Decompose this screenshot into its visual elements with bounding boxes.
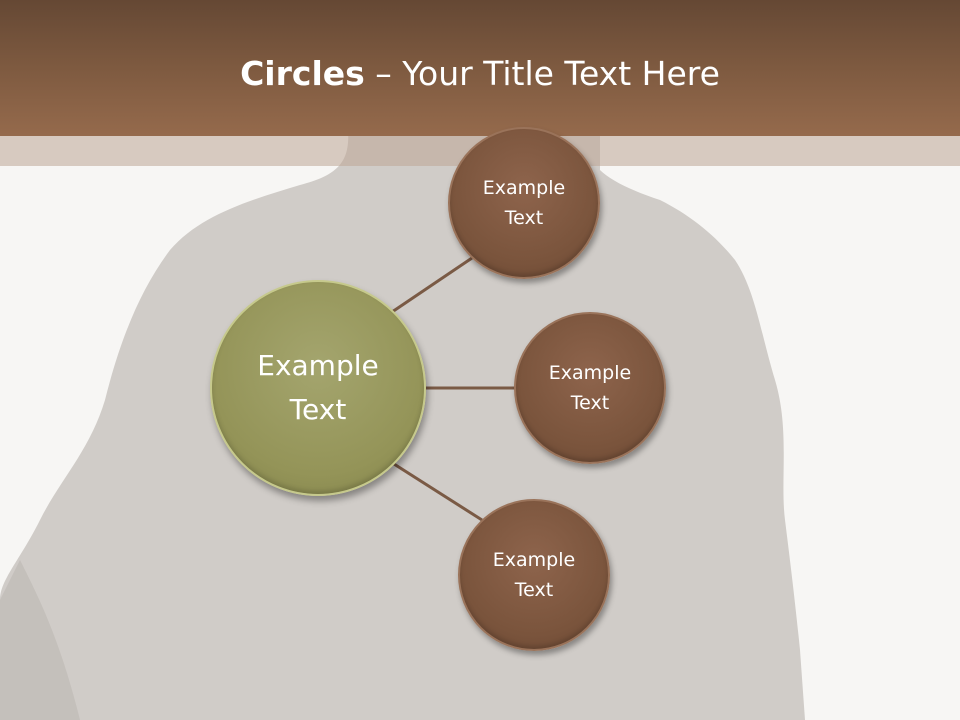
connector-top bbox=[391, 256, 473, 314]
circle-top[interactable]: Example Text bbox=[448, 127, 600, 279]
circle-middle-label: Example Text bbox=[548, 362, 632, 414]
circle-middle[interactable]: Example Text bbox=[514, 312, 666, 464]
slide-title: Circles – Your Title Text Here bbox=[0, 52, 960, 96]
slide-title-rest: – Your Title Text Here bbox=[364, 54, 720, 93]
slide-title-bold: Circles bbox=[240, 54, 365, 93]
circle-top-label: Example Text bbox=[482, 177, 566, 229]
circle-bottom[interactable]: Example Text bbox=[458, 499, 610, 651]
title-bar bbox=[0, 0, 960, 136]
connector-bottom bbox=[393, 462, 483, 522]
center-circle-label: Example Text bbox=[257, 349, 379, 426]
center-circle[interactable]: Example Text bbox=[210, 280, 426, 496]
circle-bottom-label: Example Text bbox=[492, 549, 576, 601]
